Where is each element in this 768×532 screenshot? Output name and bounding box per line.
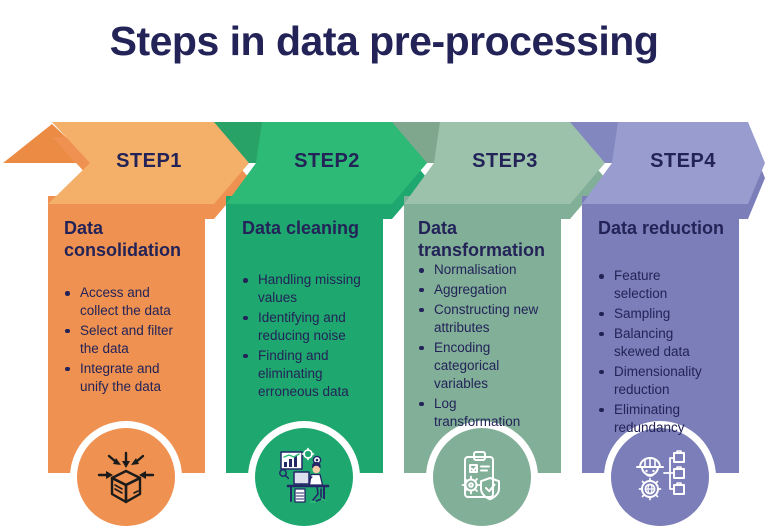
step2-bullet-list: Handling missing values Identifying and …	[242, 271, 362, 403]
step3-bullet-list: Normalisation Aggregation Constructing n…	[418, 261, 540, 433]
bullet-dot	[599, 407, 604, 413]
bullet-dot	[599, 331, 604, 337]
bullet-dot	[419, 401, 424, 407]
bullet-dot	[599, 311, 604, 317]
banner-layer	[48, 122, 765, 204]
list-item: Eliminating redundancy	[598, 401, 712, 437]
step2-fold	[213, 122, 262, 163]
step2-heading: Data cleaning	[242, 218, 360, 238]
step2-label: STEP2	[294, 150, 360, 172]
step4-heading: Data reduction	[598, 218, 725, 238]
person-at-computer-icon	[272, 445, 336, 509]
list-item: Constructing new attributes	[418, 301, 540, 337]
bullet-dot	[243, 315, 248, 321]
bullet-dot	[419, 345, 424, 351]
step4-bullet-list: Feature selection Sampling Balancing ske…	[598, 267, 712, 439]
bullet-dot	[65, 366, 70, 372]
bullet-dot	[419, 307, 424, 313]
bullet-text: Log transformation	[434, 395, 521, 429]
bullet-dot	[419, 287, 424, 293]
bullet-dot	[65, 328, 70, 334]
step4-fold	[569, 122, 618, 163]
step1-label: STEP1	[116, 150, 182, 172]
bullet-text: Aggregation	[434, 281, 507, 297]
step1-bullet-list: Access and collect the data Select and f…	[64, 284, 184, 398]
list-item: Feature selection	[598, 267, 712, 303]
step1-banner-arrow	[48, 122, 249, 204]
step1-circle	[77, 428, 175, 526]
list-item: Select and filter the data	[64, 322, 184, 358]
bullet-dot	[243, 353, 248, 359]
page-title: Steps in data pre-processing	[109, 18, 659, 64]
list-item: Balancing skewed data	[598, 325, 712, 361]
bullet-text: Identifying and reducing noise	[258, 309, 346, 343]
bullet-text: Select and filter the data	[80, 322, 174, 356]
step3-label: STEP3	[472, 150, 538, 172]
bullet-text: Eliminating redundancy	[614, 401, 685, 435]
engineer-data-blocks-icon	[628, 445, 692, 509]
step3-banner-arrow	[404, 122, 605, 204]
bullet-dot	[419, 268, 424, 273]
bullet-text: Feature selection	[614, 268, 668, 301]
bullet-text: Dimensionality reduction	[614, 363, 702, 397]
bullet-text: Encoding categorical variables	[434, 339, 500, 391]
list-item: Handling missing values	[242, 271, 362, 307]
bullet-text: Constructing new attributes	[434, 301, 539, 335]
list-item: Encoding categorical variables	[418, 339, 540, 393]
bullet-dot	[65, 291, 70, 296]
step2-banner-arrow	[226, 122, 427, 204]
bullet-dot	[243, 278, 248, 283]
list-item: Aggregation	[418, 281, 540, 299]
list-item: Identifying and reducing noise	[242, 309, 362, 345]
bullet-text: Handling missing values	[258, 272, 361, 305]
bullet-text: Access and collect the data	[80, 285, 171, 318]
bullet-dot	[599, 369, 604, 375]
step3-circle	[433, 428, 531, 526]
list-item: Integrate and unify the data	[64, 360, 184, 396]
step3-heading: Data transformation	[418, 218, 546, 260]
list-item: Finding and eliminating erroneous data	[242, 347, 362, 401]
bullet-dot	[599, 274, 604, 279]
bullet-text: Finding and eliminating erroneous data	[258, 347, 349, 399]
bullet-text: Normalisation	[434, 262, 517, 277]
step3-fold	[391, 122, 440, 163]
step4-label: STEP4	[650, 150, 716, 172]
step1-heading: Data consolidation	[64, 218, 181, 260]
bullet-text: Balancing skewed data	[614, 325, 690, 359]
step4-banner-arrow	[582, 122, 765, 204]
list-item: Access and collect the data	[64, 284, 184, 320]
bullet-text: Sampling	[614, 305, 671, 321]
list-item: Dimensionality reduction	[598, 363, 712, 399]
box-converging-arrows-icon	[94, 445, 158, 509]
clipboard-gear-shield-icon	[450, 445, 514, 509]
list-item: Normalisation	[418, 261, 540, 279]
bullet-text: Integrate and unify the data	[80, 360, 162, 394]
circle-layer	[70, 421, 716, 532]
list-item: Log transformation	[418, 395, 540, 431]
list-item: Sampling	[598, 305, 712, 323]
